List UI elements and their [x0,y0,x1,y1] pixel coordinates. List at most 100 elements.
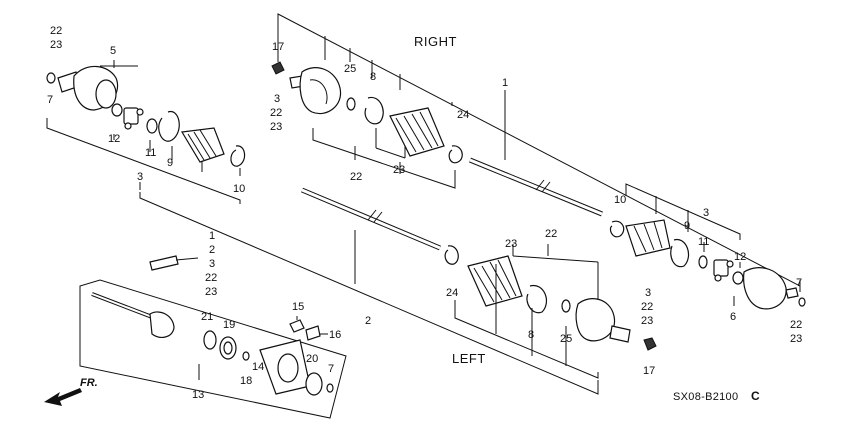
label-7: 7 [47,94,53,106]
label-9: 9 [684,220,690,232]
label-1: 1 [209,230,215,242]
top-left-outer-joint-assembly [46,60,246,204]
label-18: 18 [240,375,252,387]
diagram-code-text: SX08-B2100 [673,391,738,403]
left-shaft-2 [301,187,441,251]
ring-12-right [732,271,744,285]
label-12: 12 [734,251,746,263]
label-22: 22 [641,301,653,313]
label-22: 22 [50,25,62,37]
label-17: 17 [272,41,284,53]
label-1: 1 [502,77,508,89]
label-11: 11 [698,236,709,248]
left-outer-cv-joint [575,298,616,342]
label-8: 8 [370,71,376,83]
ring-11 [146,118,158,134]
left-bracket [139,192,599,395]
label-21: 21 [201,311,213,323]
label-12: 12 [108,133,120,145]
label-3: 3 [137,171,143,183]
label-15: 15 [292,301,304,313]
inset-shaft-flange [149,311,175,338]
boot-band-9 [158,111,180,142]
label-2: 2 [365,315,371,327]
label-24: 24 [446,287,458,299]
right-boot [389,107,445,157]
label-7: 7 [328,363,334,375]
right-driveshaft-assembly [271,13,806,310]
label-22: 22 [545,228,557,240]
label-22: 22 [205,272,217,284]
boot-band-10-right [609,220,625,238]
circlip-7-right [798,297,806,307]
bolt-16 [305,325,321,341]
circlip-7 [46,72,56,84]
right-shaft-1 [469,157,603,217]
label-14: 14 [252,361,264,373]
ring-25-left [561,299,571,313]
label-3: 3 [209,258,215,270]
front-direction-arrow: FR. [44,377,98,406]
label-24: 24 [457,109,469,121]
dynamic-damper-part [149,255,199,271]
label-10: 10 [614,194,626,206]
label-3: 3 [703,207,709,219]
label-23: 23 [205,286,217,298]
left-boot [467,255,523,307]
label-22: 22 [790,319,802,331]
label-8: 8 [528,329,534,341]
boot-band-24-left [444,245,459,265]
right-lower-bracket [312,128,456,189]
label-23: 23 [790,333,802,345]
label-11: 11 [145,147,156,159]
ring-11-right [698,255,708,269]
circlip-18 [242,351,250,361]
circlip-7-inset [326,383,334,393]
label-19: 19 [223,319,235,331]
label-6: 6 [730,311,736,323]
label-13: 13 [192,389,204,401]
ring-25 [346,97,356,111]
boot [181,127,225,163]
label-25: 25 [560,333,572,345]
front-label: FR. [80,377,98,389]
label-23: 23 [505,238,517,250]
left-caption: LEFT [452,351,486,366]
ring-21 [203,330,217,350]
hub-nut-17 [271,61,285,75]
label-23: 23 [270,121,282,133]
label-22: 22 [270,107,282,119]
hub-nut-17-left [643,337,657,351]
spider-bearing-6 [713,259,734,282]
right-bracket [277,13,801,292]
label-2: 2 [209,244,215,256]
inset-frame [79,279,347,419]
right-inner-joint-housing [743,267,787,310]
label-5: 5 [110,45,116,57]
diagram-code: SX08-B2100 C [673,389,760,403]
left-driveshaft-assembly [139,187,657,395]
intermediate-shaft-inset [79,279,347,419]
ring-12 [111,103,123,117]
boot-band-9-right [670,238,689,268]
label-20: 20 [306,353,318,365]
boot-band-8 [364,96,384,125]
label-23: 23 [50,39,62,51]
label-3: 3 [274,93,280,105]
boot-band-10 [230,145,246,167]
diagram-code-suffix: C [751,389,760,403]
inner-boot-right [625,219,671,257]
right-caption: RIGHT [414,34,457,49]
seal-20 [305,372,323,396]
label-3: 3 [645,287,651,299]
left-lower-bracket [454,300,599,379]
mid-right-bracket [625,183,741,240]
right-outer-cv-joint [299,67,342,115]
boot-band-8-left [526,284,547,314]
label-23: 23 [641,315,653,327]
bracket-line [46,118,241,204]
bolt-15 [289,319,305,333]
label-9: 9 [167,157,173,169]
boot-band-24 [448,145,463,164]
